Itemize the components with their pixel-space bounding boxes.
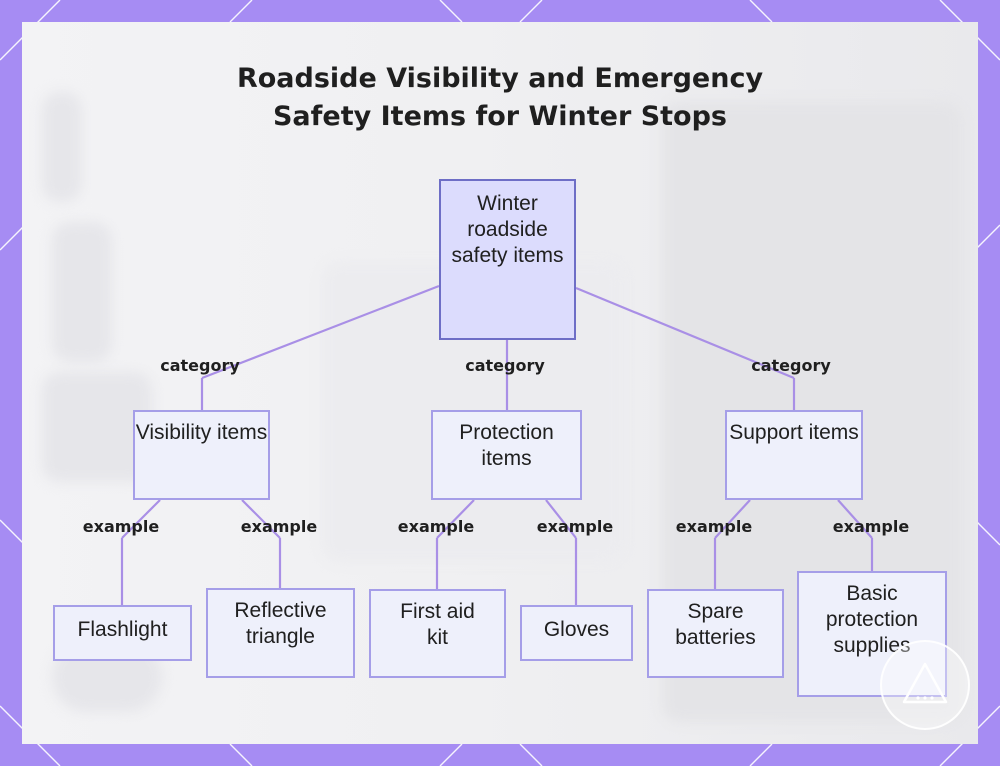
node-reflective-triangle-label: Reflective triangle <box>234 599 327 648</box>
edge-label-example: example <box>536 517 614 536</box>
warning-triangle-icon <box>902 662 948 704</box>
node-root: Winter roadside safety items <box>439 179 576 340</box>
link-visibility-flashlight <box>121 499 161 539</box>
node-first-aid-kit: First aid kit <box>369 589 506 678</box>
edge-label-example: example <box>832 517 910 536</box>
edge-label-category: category <box>465 356 545 375</box>
node-spare-batteries: Spare batteries <box>647 589 784 678</box>
title-line-2: Safety Items for Winter Stops <box>272 101 727 132</box>
link-support-supplies <box>837 499 873 539</box>
node-protection-items: Protection items <box>431 410 582 500</box>
watermark-badge <box>880 640 970 730</box>
node-reflective-triangle: Reflective triangle <box>206 588 355 678</box>
edge-label-example: example <box>82 517 160 536</box>
edge-label-example: example <box>397 517 475 536</box>
link-support-batteries <box>714 499 751 539</box>
node-basic-protection-supplies-label: Basic protection supplies <box>825 582 919 657</box>
node-visibility-label: Visibility items <box>135 421 268 444</box>
edge-label-example: example <box>240 517 318 536</box>
node-gloves: Gloves <box>520 605 633 661</box>
edge-label-category: category <box>160 356 240 375</box>
node-flashlight: Flashlight <box>53 605 192 661</box>
title-line-1: Roadside Visibility and Emergency <box>236 63 764 94</box>
node-first-aid-kit-label: First aid kit <box>400 600 475 649</box>
node-support-items: Support items <box>725 410 863 500</box>
node-spare-batteries-label: Spare batteries <box>675 600 756 649</box>
node-flashlight-label: Flashlight <box>77 618 168 641</box>
node-root-label: Winter roadside safety items <box>451 192 564 267</box>
link-root-support <box>575 286 795 380</box>
link-protection-firstaid <box>436 499 475 539</box>
edge-label-category: category <box>751 356 831 375</box>
link-root-visibility <box>201 284 440 380</box>
edge-label-example: example <box>675 517 753 536</box>
node-gloves-label: Gloves <box>543 618 610 641</box>
node-visibility-items: Visibility items <box>133 410 270 500</box>
link-visibility-triangle <box>241 499 281 539</box>
diagram-title: Roadside Visibility and Emergency Safety… <box>0 60 1000 136</box>
node-support-label: Support items <box>729 421 859 444</box>
node-protection-label: Protection items <box>459 421 554 470</box>
link-protection-gloves <box>545 499 577 539</box>
